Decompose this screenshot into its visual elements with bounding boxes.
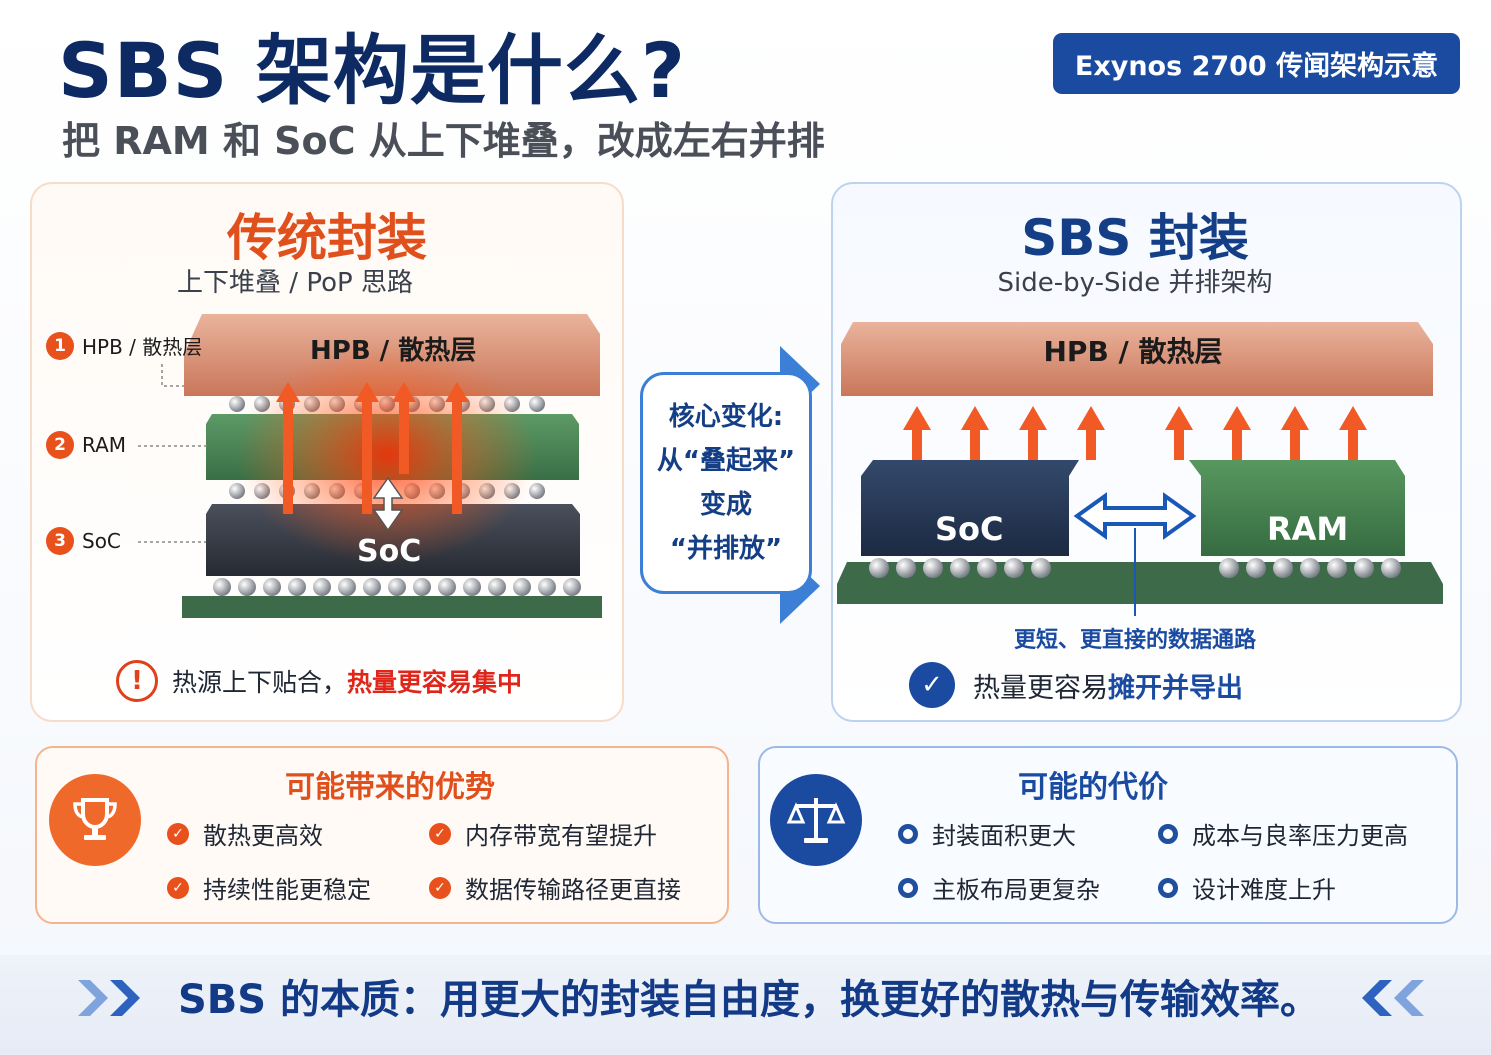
layer-number-badge: 1 xyxy=(46,331,74,360)
check-icon: ✓ xyxy=(167,822,189,845)
advantages-box: 可能带来的优势 ✓ 散热更高效 ✓ 内存带宽有望提升 ✓ 持续性能更稳定 ✓ 数据传输路… xyxy=(35,746,729,924)
check-circle-icon: ✓ xyxy=(909,662,955,708)
ram-label: RAM xyxy=(1267,510,1349,548)
note-highlight: 摊开并导出 xyxy=(1108,672,1243,704)
advantage-item: ✓ 内存带宽有望提升 xyxy=(429,816,657,851)
item-text: 设计难度上升 xyxy=(1192,876,1336,904)
layer-text: RAM xyxy=(82,433,127,457)
bullet-icon xyxy=(898,877,918,898)
traditional-title: 传统封装 xyxy=(227,209,427,267)
item-text: 内存带宽有望提升 xyxy=(465,822,657,850)
layer-number-badge: 3 xyxy=(46,527,74,555)
sbs-note: ✓ 热量更容易摊开并导出 xyxy=(909,662,1243,708)
solder-balls-bottom xyxy=(213,578,581,596)
callout-line: 从“叠起来” xyxy=(656,446,796,476)
soc-block xyxy=(861,460,1079,556)
hpb-plate xyxy=(841,322,1433,396)
sbs-panel: SBS 封装 Side-by-Side 并排架构 xyxy=(831,182,1462,722)
check-icon: ✓ xyxy=(429,822,451,845)
note-text: 热源上下贴合， xyxy=(172,668,348,697)
bullet-icon xyxy=(1158,823,1178,844)
bullet-icon xyxy=(898,823,918,844)
costs-title: 可能的代价 xyxy=(1018,770,1168,805)
heat-arrows xyxy=(903,406,1367,460)
chevrons-right-icon xyxy=(78,980,140,1016)
item-text: 成本与良率压力更高 xyxy=(1192,822,1408,850)
note-text: 热量更容易 xyxy=(973,672,1108,704)
item-text: 散热更高效 xyxy=(203,822,323,850)
cost-item: 设计难度上升 xyxy=(1158,870,1336,905)
check-icon: ✓ xyxy=(429,876,451,899)
layer-label-soc: 3 SoC xyxy=(46,527,121,555)
trophy-icon xyxy=(49,774,141,866)
advantage-item: ✓ 数据传输路径更直接 xyxy=(429,870,681,905)
layer-text: SoC xyxy=(82,529,121,553)
solder-balls-soc xyxy=(869,558,1051,578)
soc-label: SoC xyxy=(357,534,422,569)
check-icon: ✓ xyxy=(167,876,189,899)
leader-lines xyxy=(138,364,208,543)
hpb-label: HPB / 散热层 xyxy=(1043,335,1223,368)
source-badge: Exynos 2700 传闻架构示意 xyxy=(1053,33,1460,94)
advantage-item: ✓ 散热更高效 xyxy=(167,816,323,851)
advantages-title: 可能带来的优势 xyxy=(285,770,495,805)
layer-label-ram: 2 RAM xyxy=(46,431,126,459)
costs-box: 可能的代价 封装面积更大 成本与良率压力更高 主板布局更复杂 设计难度上升 xyxy=(758,746,1458,924)
cost-item: 封装面积更大 xyxy=(898,816,1076,851)
cost-item: 主板布局更复杂 xyxy=(898,870,1100,905)
traditional-subtitle: 上下堆叠 / PoP 思路 xyxy=(177,268,413,298)
data-path-label: 更短、更直接的数据通路 xyxy=(1013,628,1256,653)
layer-label-hpb: 1 HPB / 散热层 xyxy=(46,331,202,360)
item-text: 主板布局更复杂 xyxy=(932,876,1100,904)
traditional-note: ! 热源上下贴合，热量更容易集中 xyxy=(116,660,522,702)
sbs-side-by-side-diagram xyxy=(837,322,1443,616)
item-text: 封装面积更大 xyxy=(932,822,1076,850)
warning-icon: ! xyxy=(116,660,158,702)
core-change-callout: 核心变化: 从“叠起来” 变成 “并排放” xyxy=(640,372,812,594)
summary-banner xyxy=(0,955,1491,1055)
double-arrow-vertical xyxy=(372,476,404,532)
pcb-board xyxy=(182,596,602,618)
page-title: SBS 架构是什么? xyxy=(58,26,686,115)
heat-glow xyxy=(237,344,537,564)
bullet-icon xyxy=(1158,877,1178,898)
solder-balls-ram xyxy=(1219,558,1401,578)
item-text: 持续性能更稳定 xyxy=(203,876,371,904)
item-text: 数据传输路径更直接 xyxy=(465,876,681,904)
advantage-item: ✓ 持续性能更稳定 xyxy=(167,870,371,905)
hpb-label: HPB / 散热层 xyxy=(310,336,477,366)
note-highlight: 热量更容易集中 xyxy=(347,668,523,697)
cost-item: 成本与良率压力更高 xyxy=(1158,816,1408,851)
sbs-title: SBS 封装 xyxy=(1021,209,1249,267)
summary-text: SBS 的本质：用更大的封装自由度，换更好的散热与传输效率。 xyxy=(178,977,1321,1023)
traditional-stack-diagram xyxy=(138,314,602,618)
scale-icon xyxy=(770,774,862,866)
sbs-subtitle: Side-by-Side 并排架构 xyxy=(997,268,1273,298)
layer-text: HPB / 散热层 xyxy=(82,335,203,359)
callout-line: “并排放” xyxy=(669,534,783,564)
callout-line: 变成 xyxy=(699,490,752,520)
heat-arrows xyxy=(276,382,469,514)
layer-number-badge: 2 xyxy=(46,431,74,459)
page-subtitle: 把 RAM 和 SoC 从上下堆叠，改成左右并排 xyxy=(62,119,825,163)
soc-label: SoC xyxy=(935,510,1004,548)
chevrons-left-icon xyxy=(1362,980,1424,1016)
double-arrow-horizontal xyxy=(1073,492,1197,616)
callout-line: 核心变化: xyxy=(668,402,784,432)
traditional-panel: 传统封装 上下堆叠 / PoP 思路 xyxy=(30,182,624,722)
ram-block xyxy=(1189,460,1405,556)
